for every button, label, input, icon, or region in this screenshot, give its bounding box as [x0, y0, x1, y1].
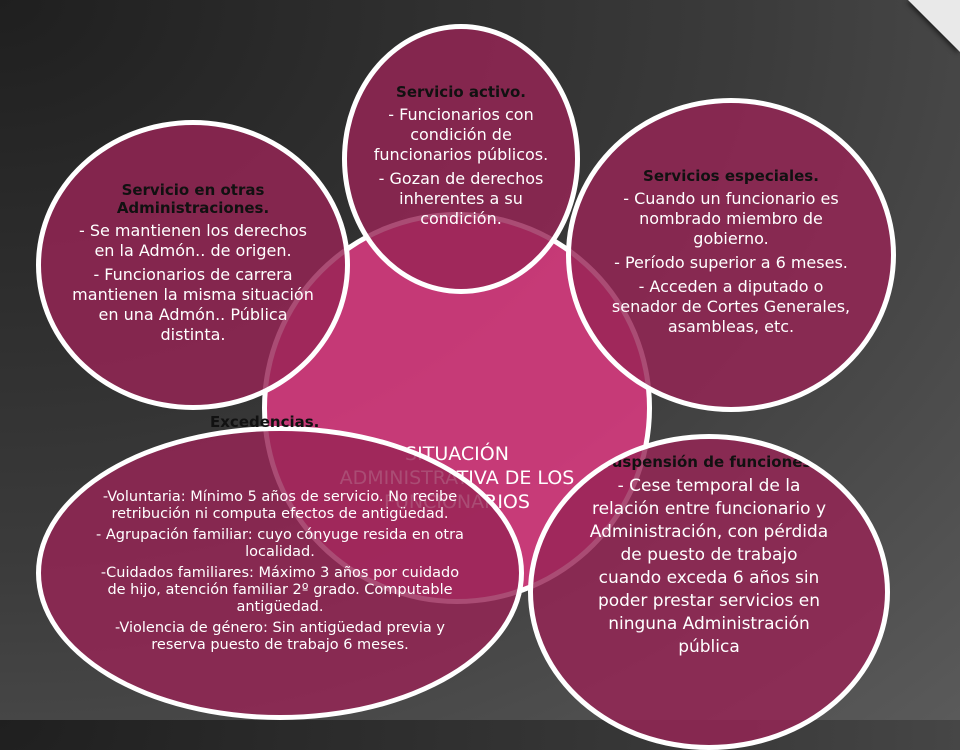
servicio-activo-circle: Servicio activo. - Funcionarios con cond… [342, 24, 580, 294]
servicios-especiales-item: - Acceden a diputado o senador de Cortes… [611, 277, 851, 336]
servicio-otras-circle: Servicio en otras Administraciones. - Se… [36, 120, 350, 410]
excedencias-item: -Violencia de género: Sin antigüedad pre… [115, 619, 445, 653]
servicio-activo-title: Servicio activo. [396, 83, 526, 101]
suspension-item: - Cese temporal de la relación entre fun… [589, 476, 829, 657]
servicio-activo-item: - Gozan de derechos inherentes a su cond… [378, 169, 544, 228]
suspension-title: Suspensión de funciones. [600, 453, 818, 471]
excedencias-item: - Agrupación familiar: cuyo cónyuge resi… [96, 526, 464, 560]
servicio-otras-item: - Funcionarios de carrera mantienen la m… [72, 265, 314, 344]
servicios-especiales-item: - Cuando un funcionario es nombrado miem… [623, 189, 839, 248]
servicios-especiales-circle: Servicios especiales. - Cuando un funcio… [566, 98, 896, 412]
excedencias-item: -Cuidados familiares: Máximo 3 años por … [100, 564, 460, 615]
excedencias-item: -Voluntaria: Mínimo 5 años de servicio. … [102, 488, 458, 522]
suspension-circle: Suspensión de funciones. - Cese temporal… [528, 434, 890, 750]
servicio-otras-item: - Se mantienen los derechos en la Admón.… [78, 221, 308, 260]
excedencias-title: Excedencias. [210, 413, 320, 431]
servicios-especiales-item: - Período superior a 6 meses. [614, 253, 848, 272]
servicio-activo-item: - Funcionarios con condición de funciona… [373, 105, 549, 164]
servicios-especiales-title: Servicios especiales. [643, 167, 819, 185]
excedencias-circle: -Voluntaria: Mínimo 5 años de servicio. … [36, 426, 524, 720]
corner-fold [908, 0, 960, 52]
servicio-otras-title: Servicio en otras Administraciones. [116, 181, 270, 217]
